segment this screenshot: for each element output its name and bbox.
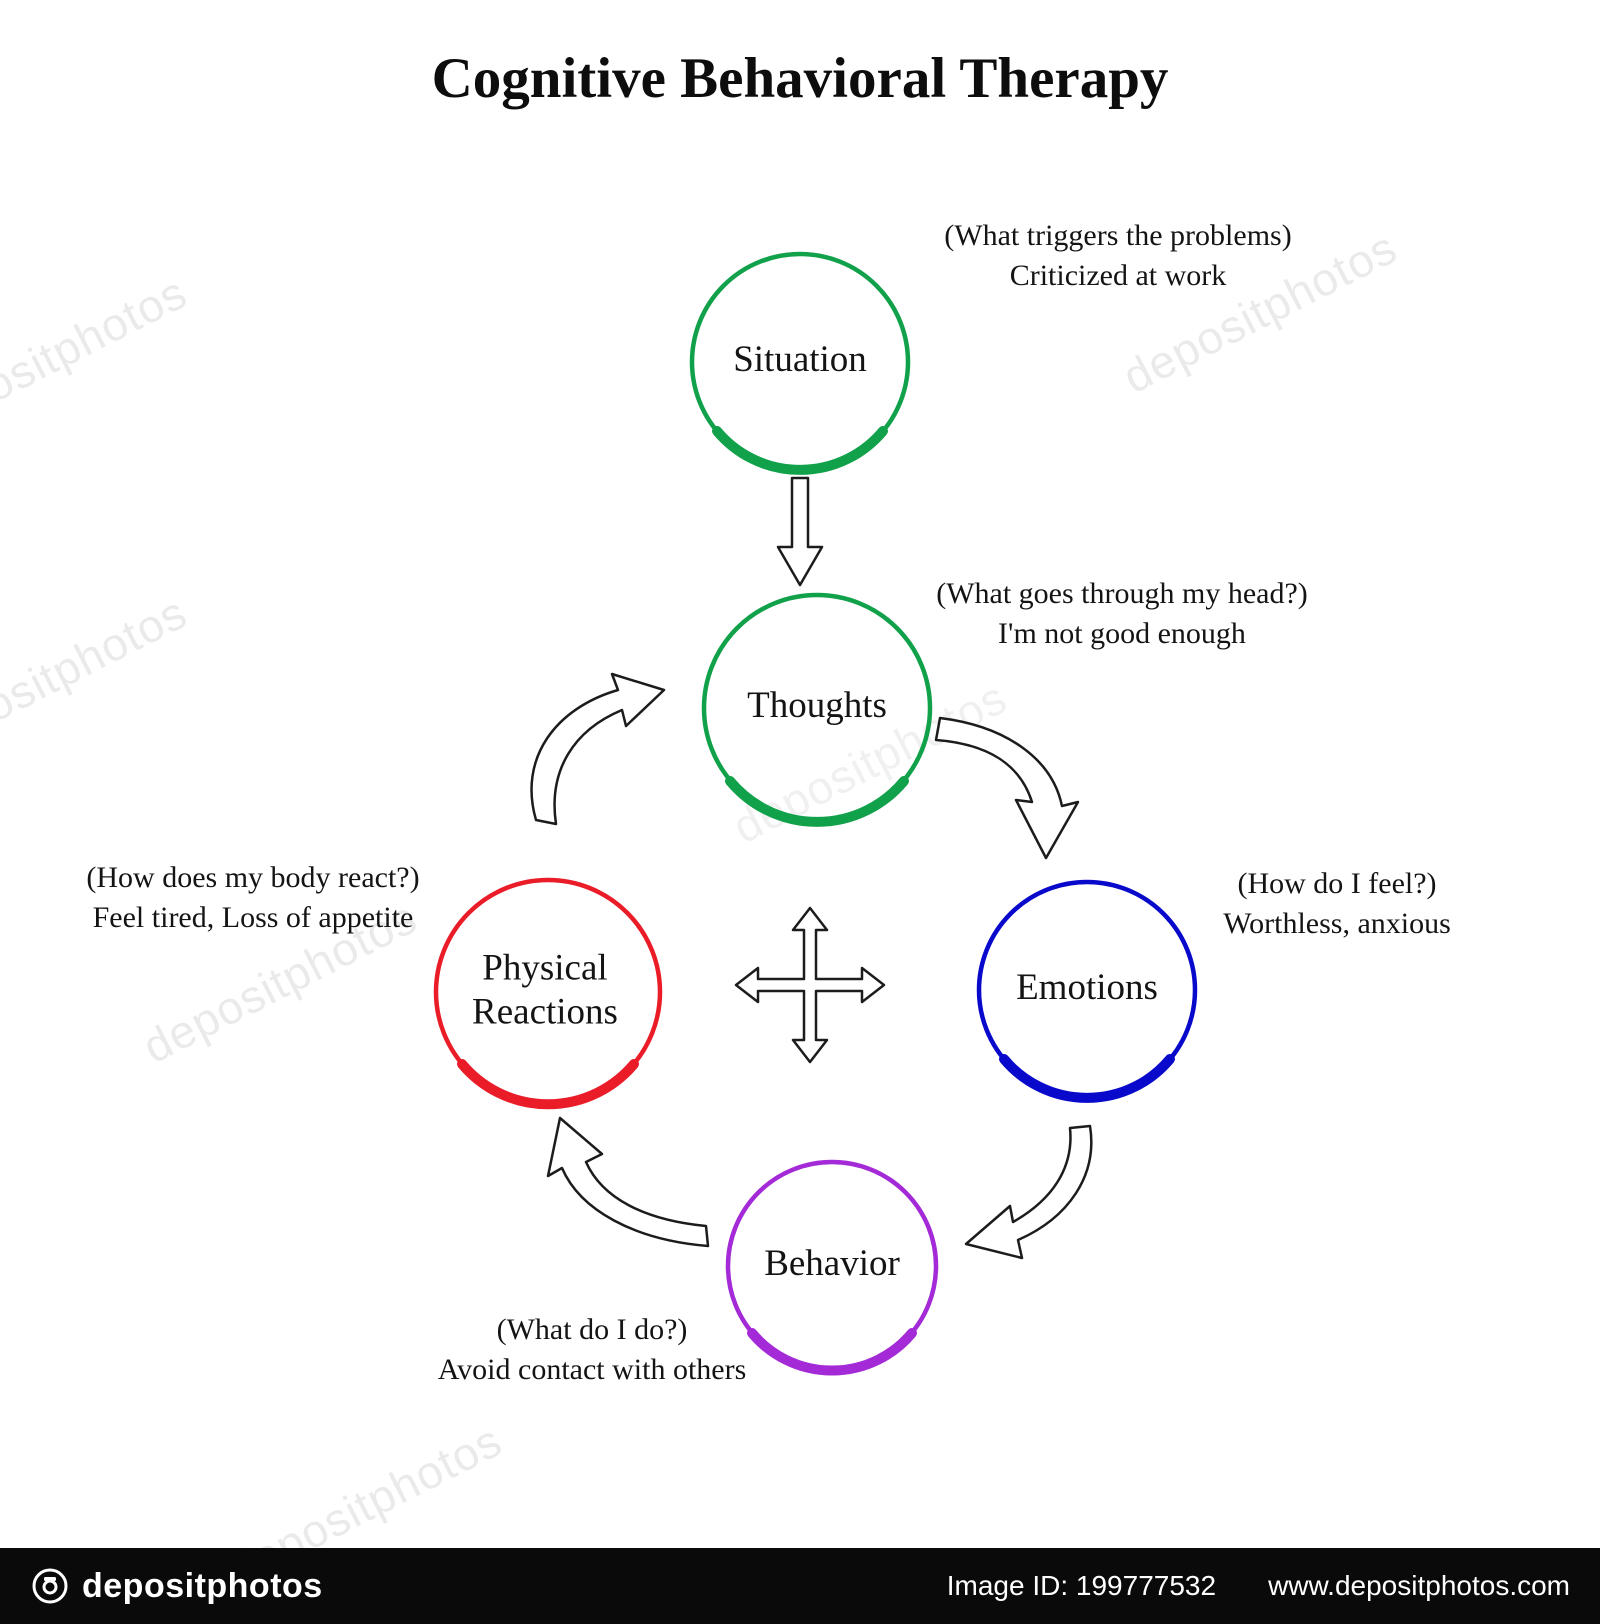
physical-reactions-note: (How does my body react?) Feel tired, Lo… [86, 861, 420, 935]
thoughts-circle [701, 592, 933, 827]
behavior-note: (What do I do?) Avoid contact with other… [437, 1313, 747, 1387]
arrow-emotions-to-behavior [964, 1124, 1093, 1260]
arrow-physical-reactions-to-thoughts [530, 672, 666, 826]
physical-reactions-circle [433, 877, 663, 1110]
situation-circle-thick-arc [712, 426, 888, 475]
four-way-arrow-icon [734, 906, 886, 1064]
diagram-title: Cognitive Behavioral Therapy [431, 47, 1169, 110]
depositphotos-logo-icon [32, 1568, 68, 1604]
behavior-circle [725, 1159, 939, 1376]
footer-bar: depositphotos Image ID: 199777532 www.de… [0, 1548, 1600, 1624]
emotions-circle-thick-arc [999, 1054, 1175, 1103]
footer-right: Image ID: 199777532 www.depositphotos.co… [947, 1570, 1570, 1602]
behavior-circle-thick-arc [747, 1328, 917, 1376]
thoughts-label: Thoughts [747, 685, 887, 727]
thoughts-note: (What goes through my head?) I'm not goo… [936, 577, 1308, 651]
emotions-note: (How do I feel?) Worthless, anxious [1223, 867, 1451, 941]
situation-note: (What triggers the problems) Criticized … [944, 219, 1292, 293]
emotions-label: Emotions [1016, 967, 1158, 1009]
situation-label: Situation [733, 339, 867, 381]
thoughts-circle-thick-arc [725, 776, 909, 827]
behavior-label: Behavior [764, 1243, 900, 1285]
depositphotos-logo: depositphotos [30, 1566, 323, 1606]
logo-text: depositphotos [82, 1566, 323, 1605]
arrow-situation-to-thoughts [776, 476, 824, 587]
arrow-thoughts-to-emotions [934, 716, 1080, 860]
emotions-circle [976, 879, 1198, 1103]
website-url-text: www.depositphotos.com [1268, 1570, 1570, 1601]
arrow-behavior-to-physical-reactions [546, 1116, 710, 1248]
situation-circle [689, 251, 911, 475]
physical-reactions-circle-thick-arc [457, 1059, 639, 1110]
diagram-graphics [433, 251, 1198, 1376]
image-id-text: Image ID: 199777532 [946, 1570, 1217, 1601]
physical-reactions-label: Physical Reactions [472, 947, 618, 1032]
